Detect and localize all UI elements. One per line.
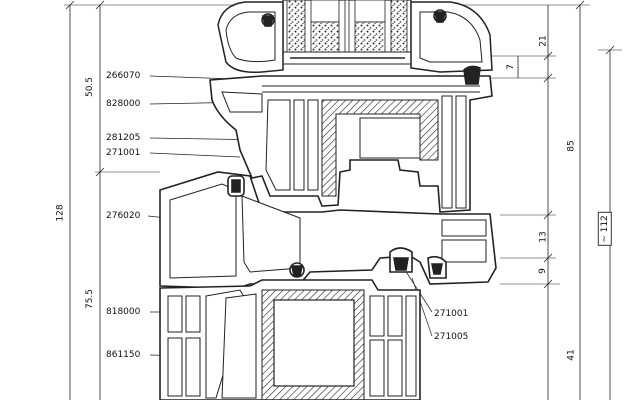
dimension-9: 9 bbox=[537, 268, 548, 274]
dimension-50-5: 50.5 bbox=[85, 76, 96, 98]
dimension-13: 13 bbox=[538, 231, 549, 243]
dimension-21: 21 bbox=[538, 35, 549, 47]
label-281205: 281205 bbox=[106, 133, 141, 143]
left-dimension-lines bbox=[64, 0, 240, 400]
dimension-85: 85 bbox=[566, 140, 577, 152]
label-828000: 828000 bbox=[106, 99, 141, 109]
label-271001-lower: 271001 bbox=[434, 309, 469, 319]
label-266070: 266070 bbox=[106, 71, 141, 81]
frame-base bbox=[159, 279, 421, 400]
label-271001-upper: 271001 bbox=[106, 148, 141, 158]
dimension-128: 128 bbox=[55, 204, 66, 222]
glass-unit bbox=[282, 0, 412, 65]
label-818000: 818000 bbox=[106, 307, 141, 317]
dimension-7: 7 bbox=[505, 64, 516, 70]
frame-profile bbox=[159, 171, 497, 291]
dimension-41: 41 bbox=[566, 349, 577, 361]
dimension-75-5: 75.5 bbox=[85, 288, 96, 310]
sash-profile bbox=[209, 65, 493, 213]
dimension-112: ~ 112 bbox=[597, 212, 612, 246]
glazing-bead bbox=[217, 1, 493, 74]
label-271005: 271005 bbox=[434, 332, 469, 342]
label-276020: 276020 bbox=[106, 211, 141, 221]
label-861150: 861150 bbox=[106, 350, 141, 360]
